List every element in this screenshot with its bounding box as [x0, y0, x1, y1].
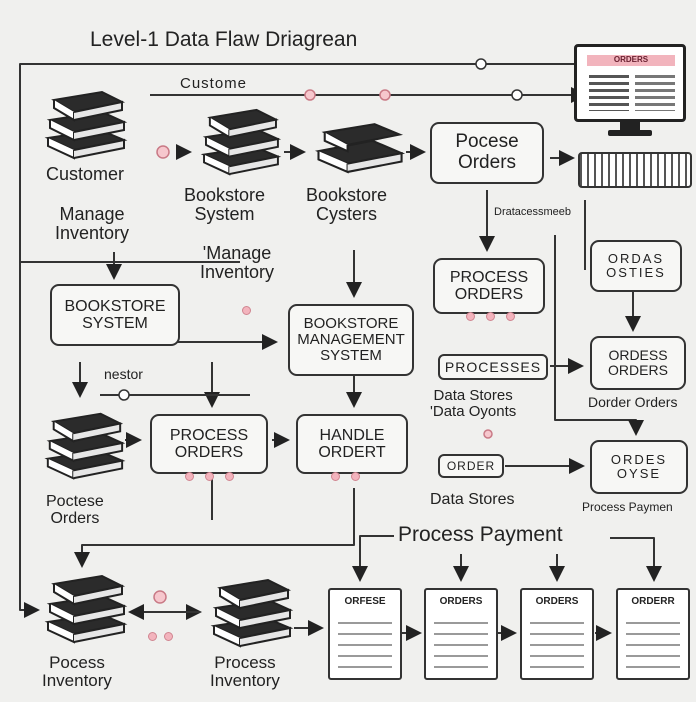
data-stores-label-2: Data Stores [430, 491, 515, 508]
connector-dot [205, 472, 214, 481]
process-inventory-label: Process Inventory [210, 653, 280, 690]
books-icon-bocess-inventory [40, 572, 130, 644]
process-payment-heading: Process Payment [398, 523, 563, 546]
custome-flow-label: Custome [180, 75, 248, 92]
nestor-label: nestor [104, 366, 143, 382]
connector-dot [351, 472, 360, 481]
order-sheet-title: ORDERR [631, 596, 675, 607]
connector-dot [486, 312, 495, 321]
processes-store[interactable]: PROCESSES [438, 354, 548, 380]
ordess-orders-box[interactable]: ORDESS ORDERS [590, 336, 686, 390]
dorder-orders-label: Dorder Orders [588, 394, 678, 410]
order-sheet-1[interactable]: ORFESE [328, 588, 402, 680]
bookstore-cysters-label: Bookstore Cysters [306, 185, 388, 224]
books-icon-bookstore-system [196, 106, 284, 176]
books-icon-customer [40, 88, 130, 160]
handle-ordert-box[interactable]: HANDLE ORDERT [296, 414, 408, 474]
customer-manage-inventory-label: Manage Inventory [55, 204, 130, 243]
diagram-title: Level-1 Data Flaw Driagrean [90, 28, 358, 51]
bocess-inventory-label: Pocess Inventory [42, 653, 112, 690]
bookstore-system-box[interactable]: BOOKSTORE SYSTEM [50, 284, 180, 346]
order-sheet-2[interactable]: ORDERS [424, 588, 498, 680]
manage-inventory-label: 'Manage Inventory [200, 243, 275, 282]
bookstore-management-system-box[interactable]: BOOKSTORE MANAGEMENT SYSTEM [288, 304, 414, 376]
order-sheet-title: ORDERS [535, 596, 579, 607]
keyboard-icon [578, 152, 692, 188]
books-icon-poctese-orders [40, 408, 128, 482]
connector-dot [185, 472, 194, 481]
ordas-osties-box[interactable]: ORDAS OSTIES [590, 240, 682, 292]
poctese-orders-label: Poctese Orders [46, 493, 104, 527]
order-sheet-3[interactable]: ORDERS [520, 588, 594, 680]
connector-dot [164, 632, 173, 641]
connector-dot [331, 472, 340, 481]
books-icon-process-inventory [206, 576, 296, 648]
dratacessme-label: Dratacessmeeb [494, 206, 572, 218]
data-stores-label-1: Data Stores 'Data Oyonts [430, 387, 517, 420]
bookstore-system-label: Bookstore System [184, 185, 266, 224]
process-paymen-label: Process Paymen [582, 500, 673, 514]
connector-dot [242, 306, 251, 315]
ordes-oyse-box[interactable]: ORDES OYSE [590, 440, 688, 494]
process-orders-right-box[interactable]: PROCESS ORDERS [433, 258, 545, 314]
order-sheet-title: ORFESE [344, 596, 386, 607]
order-sheet-4[interactable]: ORDERR [616, 588, 690, 680]
connector-dot [225, 472, 234, 481]
order-store[interactable]: ORDER [438, 454, 504, 478]
connector-dot [506, 312, 515, 321]
computer-monitor-icon: ORDERS [574, 44, 688, 140]
pocese-orders-box[interactable]: Pocese Orders [430, 122, 544, 184]
process-orders-mid-box[interactable]: PROCESS ORDERS [150, 414, 268, 474]
order-sheet-title: ORDERS [439, 596, 483, 607]
connector-dot [148, 632, 157, 641]
connector-dot [466, 312, 475, 321]
books-icon-bookstore-cysters [312, 120, 406, 174]
monitor-banner: ORDERS [587, 55, 675, 66]
customer-label: Customer [46, 164, 125, 184]
